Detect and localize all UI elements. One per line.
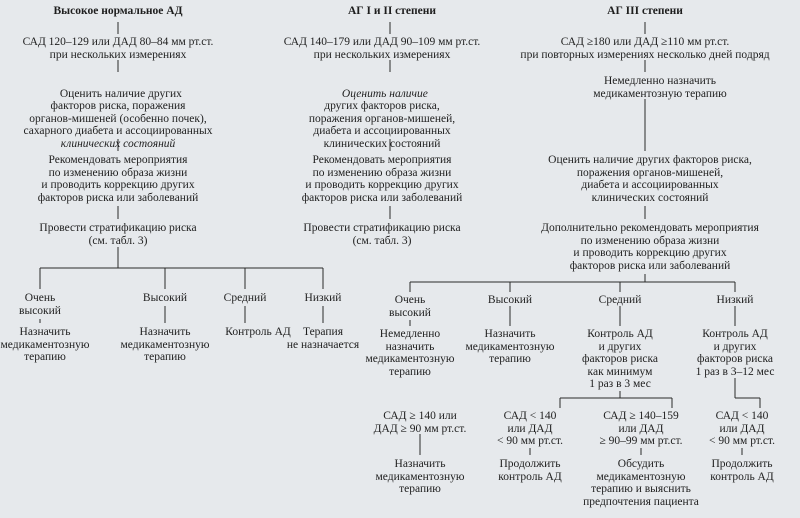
assess-high-normal-text: Оценить наличие других факторов риска, п… <box>23 87 213 138</box>
ag3-risk-low-label: Низкий <box>716 294 754 306</box>
branch-1-action: Назначить медикаментозную терапию <box>375 458 465 496</box>
ag3-risk-very-high-label: Очень высокий <box>389 294 431 319</box>
risk-high-label: Высокий <box>142 292 188 304</box>
branch-4-action: Продолжить контроль АД <box>710 458 774 483</box>
branch-2-condition: САД < 140 или ДАД < 90 мм рт.ст. <box>497 410 563 448</box>
branch-4-condition: САД < 140 или ДАД < 90 мм рт.ст. <box>709 410 775 448</box>
stratify-high-normal: Провести стратификацию риска (см. табл. … <box>39 222 197 247</box>
ag3-risk-medium-label: Средний <box>598 294 642 306</box>
risk-medium-label: Средний <box>223 292 267 304</box>
risk-very-high-label: Очень высокий <box>19 292 61 317</box>
ag3-risk-very-high-action: Немедленно назначить медикаментозную тер… <box>365 328 455 378</box>
recommend-high-normal: Рекомендовать мероприятия по изменению о… <box>37 154 199 204</box>
assess-high-normal-italic: клинических состояний <box>60 137 176 150</box>
risk-low-action: Терапия не назначается <box>286 326 360 351</box>
criteria-high-normal: САД 120–129 или ДАД 80–84 мм рт.ст. при … <box>22 36 214 61</box>
ag3-risk-high-action: Назначить медикаментозную терапию <box>465 328 555 366</box>
title-ag3: АГ III степени <box>607 5 683 17</box>
connectors-ag3 <box>409 22 761 455</box>
assess-ag12-text: других факторов риска, поражения органов… <box>308 100 456 150</box>
ag3-risk-medium-action: Контроль АД и других факторов риска как … <box>582 328 658 391</box>
criteria-ag12: САД 140–179 или ДАД 90–109 мм рт.ст. при… <box>283 36 481 61</box>
ag3-risk-high-label: Высокий <box>487 294 533 306</box>
title-ag12: АГ I и II степени <box>347 5 437 17</box>
risk-medium-action: Контроль АД <box>225 326 291 338</box>
branch-3-condition: САД ≥ 140–159 или ДАД ≥ 90–99 мм рт.ст. <box>599 410 683 448</box>
stratify-ag12: Провести стратификацию риска (см. табл. … <box>303 222 461 247</box>
recommend-ag12: Рекомендовать мероприятия по изменению о… <box>301 154 463 204</box>
immediate-ag3: Немедленно назначить медикаментозную тер… <box>593 75 727 100</box>
title-high-normal: Высокое нормальное АД <box>53 5 183 17</box>
branch-2-action: Продолжить контроль АД <box>498 458 562 483</box>
risk-high-action: Назначить медикаментозную терапию <box>120 326 210 364</box>
recommend-ag3: Дополнительно рекомендовать мероприятия … <box>541 222 759 272</box>
ag3-risk-low-action: Контроль АД и других факторов риска 1 ра… <box>695 328 775 378</box>
criteria-ag3: САД ≥180 или ДАД ≥110 мм рт.ст. при повт… <box>520 36 770 61</box>
assess-high-normal: Оценить наличие других факторов риска, п… <box>23 75 212 151</box>
branch-1-condition: САД ≥ 140 или ДАД ≥ 90 мм рт.ст. <box>373 410 467 435</box>
assess-ag12-italic: Оценить наличие <box>341 87 428 100</box>
risk-low-label: Низкий <box>304 292 342 304</box>
connectors-high-normal <box>39 22 324 323</box>
assess-ag3: Оценить наличие других факторов риска, п… <box>548 154 752 204</box>
risk-very-high-action: Назначить медикаментозную терапию <box>0 326 90 364</box>
branch-3-action: Обсудить медикаментозную терапию и выясн… <box>583 458 699 508</box>
